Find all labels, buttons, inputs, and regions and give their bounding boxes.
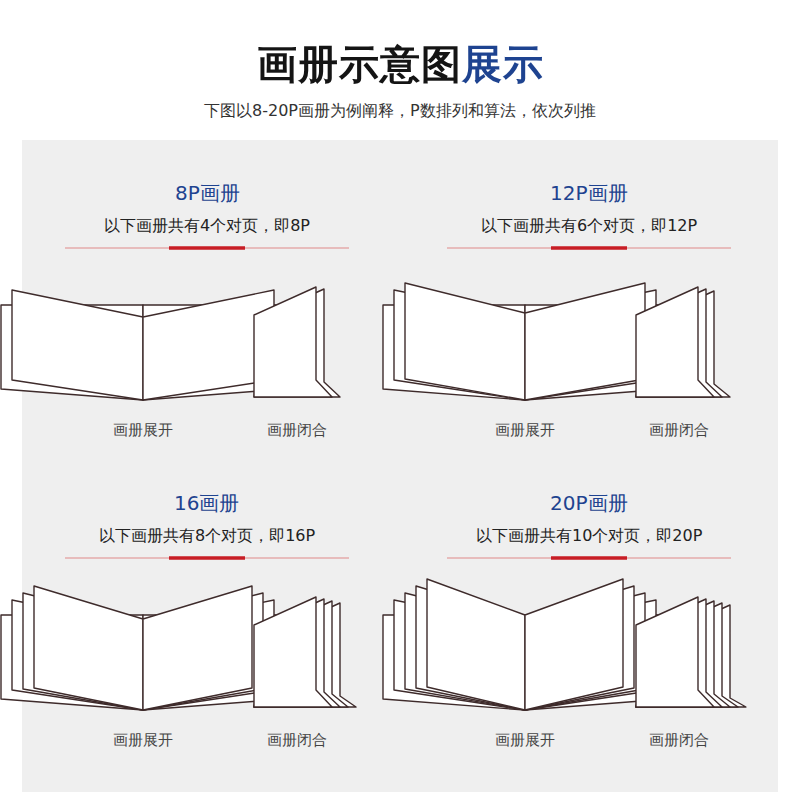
divider-line <box>447 557 731 558</box>
divider-line <box>65 557 349 558</box>
open-page <box>143 586 252 710</box>
divider-accent <box>169 556 245 560</box>
section-note: 以下画册共有8个对页，即16P <box>99 526 315 547</box>
divider-accent <box>551 246 627 250</box>
figure-caption: 画册闭合 <box>649 421 709 440</box>
open-page <box>525 579 623 710</box>
closed-page <box>254 597 332 707</box>
section-heading: 20P画册 <box>550 490 628 517</box>
subtitle: 下图以8-20P画册为例阐释，P数排列和算法，依次列推 <box>204 101 596 122</box>
divider-line <box>65 247 349 248</box>
page-title: 画册示意图展示 <box>257 41 544 87</box>
title-holder: 画册示意图展示 <box>257 37 544 92</box>
closed-page <box>636 597 714 707</box>
divider-line <box>447 247 731 248</box>
open-page <box>427 579 525 710</box>
open-page <box>405 283 525 400</box>
section-heading: 8P画册 <box>175 180 240 207</box>
figure-caption: 画册闭合 <box>267 731 327 750</box>
figure-caption: 画册闭合 <box>649 731 709 750</box>
closed-page <box>636 287 714 397</box>
section-heading: 16画册 <box>174 490 239 517</box>
figure-caption: 画册展开 <box>495 731 555 750</box>
open-page <box>34 586 143 710</box>
closed-page <box>254 287 332 397</box>
open-page <box>525 283 645 400</box>
section-heading: 12P画册 <box>550 180 628 207</box>
section-note: 以下画册共有6个对页，即12P <box>481 216 697 237</box>
divider-accent <box>169 246 245 250</box>
open-page <box>12 290 143 400</box>
section-note: 以下画册共有4个对页，即8P <box>104 216 310 237</box>
section-note: 以下画册共有10个对页，即20P <box>476 526 702 547</box>
figure-caption: 画册展开 <box>113 421 173 440</box>
figure-caption: 画册闭合 <box>267 421 327 440</box>
figure-caption: 画册展开 <box>495 421 555 440</box>
divider-accent <box>551 556 627 560</box>
figure-caption: 画册展开 <box>113 731 173 750</box>
